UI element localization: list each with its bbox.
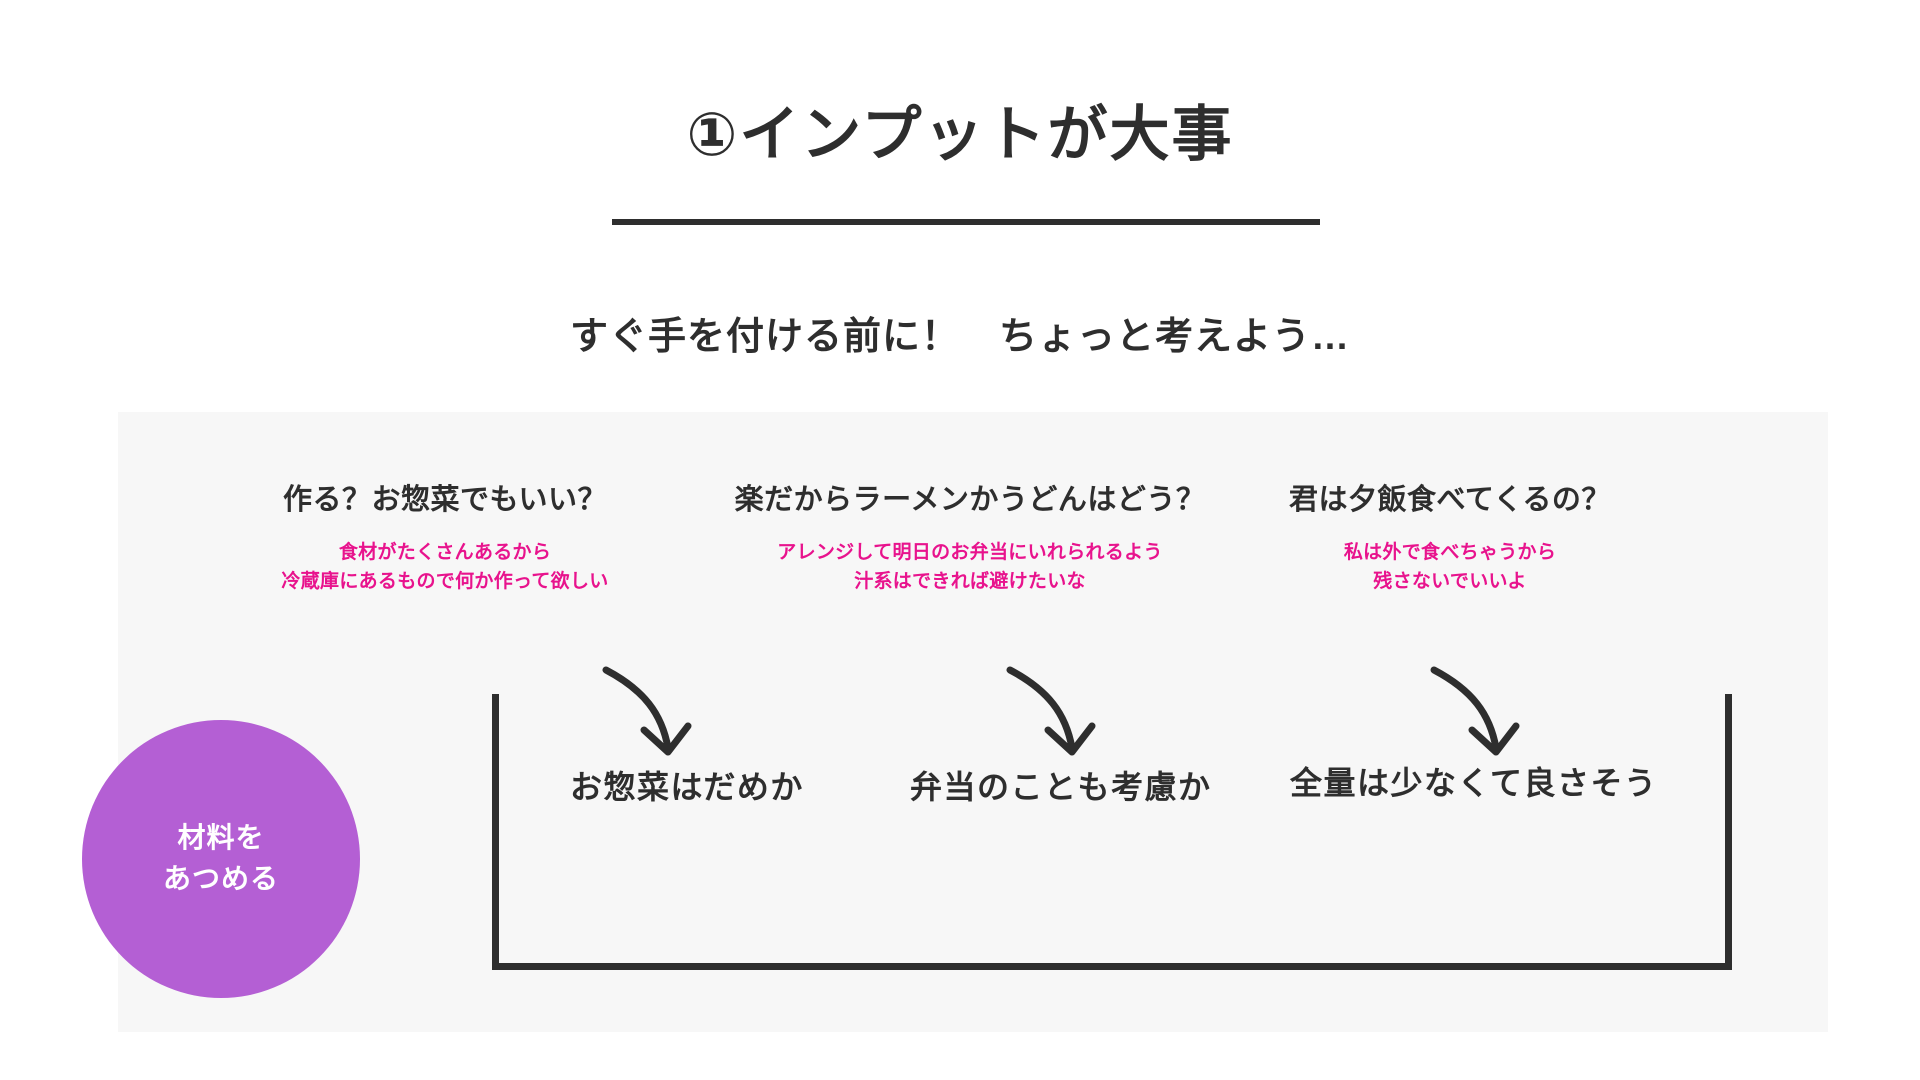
column-1-note-2: 冷蔵庫にあるもので何か作って欲しい [281, 571, 609, 593]
conclusion-1: お惣菜はだめか [570, 769, 804, 805]
page-subtitle: すぐ手を付ける前に！ ちょっと考えよう… [569, 316, 1350, 358]
conclusion-3: 全量は少なくて良さそう [1290, 765, 1658, 801]
title-underline-rule [612, 219, 1320, 225]
column-2-notes: アレンジして明日のお弁当にいれられるよう 汁系はできれば避けたいな [700, 538, 1240, 597]
column-3-note-2: 残さないでいいよ [1373, 571, 1527, 593]
column-3-question: 君は夕飯食べてくるの？ [1289, 484, 1611, 516]
content-panel [118, 412, 1828, 1032]
input-column-3: 君は夕飯食べてくるの？ 私は外で食べちゃうから 残さないでいいよ [1250, 476, 1650, 597]
conclusion-2: 弁当のことも考慮か [910, 769, 1212, 805]
gather-circle-line-2: あつめる [162, 863, 279, 894]
gather-circle-line-1: 材料を [177, 822, 265, 854]
input-column-2: 楽だからラーメンかうどんはどう？ アレンジして明日のお弁当にいれられるよう 汁系… [700, 476, 1240, 597]
grouping-bracket [492, 694, 1732, 970]
gather-materials-circle: 材料を あつめる [82, 720, 360, 998]
column-1-notes: 食材がたくさんあるから 冷蔵庫にあるもので何か作って欲しい [230, 538, 660, 597]
column-1-question: 作る？お惣菜でもいい？ [283, 484, 607, 516]
column-2-note-2: 汁系はできれば避けたいな [854, 571, 1086, 593]
column-2-question: 楽だからラーメンかうどんはどう？ [734, 484, 1206, 516]
column-1-note-1: 食材がたくさんあるから [338, 542, 552, 563]
column-3-note-1: 私は外で食べちゃうから [1343, 542, 1557, 563]
input-column-1: 作る？お惣菜でもいい？ 食材がたくさんあるから 冷蔵庫にあるもので何か作って欲し… [230, 476, 660, 597]
column-2-note-1: アレンジして明日のお弁当にいれられるよう [777, 542, 1163, 563]
column-3-notes: 私は外で食べちゃうから 残さないでいいよ [1250, 538, 1650, 597]
page-title: ①インプットが大事 [686, 101, 1234, 168]
